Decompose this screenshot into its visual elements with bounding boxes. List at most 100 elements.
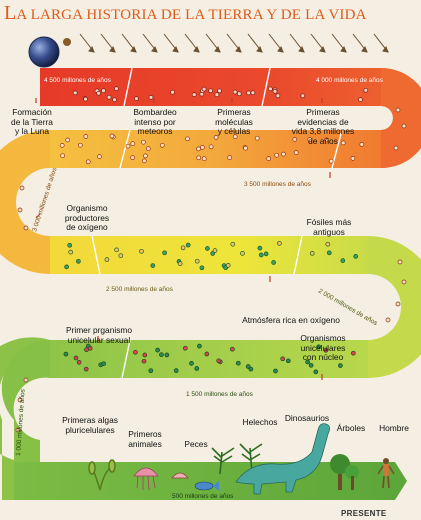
event-dinosaurios: Dinosaurios bbox=[284, 413, 330, 423]
organism-dot bbox=[266, 156, 272, 161]
organism-dot bbox=[83, 134, 89, 139]
meteor-head bbox=[298, 45, 305, 53]
organism-dot bbox=[325, 241, 331, 247]
meteor-head bbox=[256, 45, 263, 53]
event-peces: Peces bbox=[184, 439, 208, 449]
organism-dot bbox=[63, 351, 69, 357]
organism-dot bbox=[97, 154, 102, 159]
band-turn-4 bbox=[0, 337, 50, 500]
organism-dot bbox=[148, 368, 154, 374]
organism-dot bbox=[323, 347, 329, 353]
organism-dot bbox=[112, 97, 117, 103]
title-rest: A LARGA HISTORIA DE LA TIERRA Y DE LA VI… bbox=[16, 7, 367, 23]
organism-dot bbox=[326, 250, 332, 256]
era-dividers bbox=[91, 67, 343, 379]
organism-dot bbox=[300, 93, 306, 99]
organism-dot bbox=[201, 86, 207, 92]
organism-dot bbox=[275, 93, 281, 99]
organism-dot bbox=[257, 245, 263, 251]
event-nucleo: Organismos unicelulares con núcleo bbox=[300, 333, 346, 362]
present-label: PRESENTE bbox=[341, 509, 387, 518]
organism-dot bbox=[324, 137, 329, 143]
organism-dot bbox=[162, 250, 167, 256]
meteor-head bbox=[151, 45, 158, 53]
band-turn-3 bbox=[368, 236, 421, 378]
fish-icon bbox=[194, 481, 219, 491]
organism-dot bbox=[309, 251, 315, 256]
meteor-head bbox=[319, 45, 326, 53]
organism-dot bbox=[338, 363, 343, 368]
organism-dot bbox=[76, 360, 82, 365]
event-oxigeno: Organismo productores de oxígeno bbox=[64, 203, 110, 232]
organism-dot bbox=[225, 263, 231, 268]
organism-dot bbox=[73, 355, 79, 361]
band-turn-2 bbox=[0, 130, 50, 274]
organism-dot bbox=[148, 95, 154, 100]
organism-dot bbox=[118, 253, 124, 259]
organism-dot bbox=[23, 377, 29, 383]
dinosaur-icon bbox=[235, 423, 330, 495]
organism-dot bbox=[170, 89, 175, 95]
organism-dot bbox=[281, 151, 286, 157]
organism-dot bbox=[292, 137, 298, 142]
organism-dot bbox=[245, 364, 251, 369]
organism-dot bbox=[307, 137, 313, 142]
organism-dot bbox=[308, 362, 314, 368]
meteor-head bbox=[382, 45, 389, 53]
meteor-head bbox=[214, 45, 221, 53]
organism-dot bbox=[114, 86, 119, 91]
organism-dot bbox=[328, 158, 334, 164]
organism-dot bbox=[96, 90, 101, 96]
meteor-head bbox=[172, 45, 179, 53]
organism-dot bbox=[104, 257, 110, 262]
organism-dot bbox=[141, 139, 146, 145]
organism-dot bbox=[246, 90, 251, 96]
organism-dot bbox=[134, 96, 139, 101]
organism-dot bbox=[189, 361, 194, 366]
organism-dot bbox=[395, 107, 401, 113]
meteor-head bbox=[130, 45, 137, 53]
organism-dot bbox=[395, 301, 401, 307]
organism-dot bbox=[385, 317, 391, 323]
organism-dot bbox=[191, 92, 197, 97]
organism-dot bbox=[350, 156, 356, 161]
organism-dot bbox=[313, 369, 319, 375]
organism-dot bbox=[173, 368, 179, 373]
organism-dot bbox=[150, 263, 156, 268]
organism-dot bbox=[194, 366, 200, 371]
era-label-500: 500 millones de años bbox=[172, 493, 234, 500]
organism-dot bbox=[254, 135, 260, 141]
organism-dot bbox=[65, 137, 71, 143]
organism-dot bbox=[23, 225, 29, 231]
organism-dot bbox=[185, 242, 191, 248]
organism-dot bbox=[19, 185, 25, 191]
organism-dot bbox=[109, 133, 115, 139]
meteor-head bbox=[88, 45, 95, 53]
era-label-4500: 4 500 millones de años bbox=[44, 77, 112, 84]
meteor-streaks bbox=[79, 33, 389, 53]
organism-dot bbox=[159, 142, 165, 148]
organism-dot bbox=[363, 87, 369, 93]
title-initial: L bbox=[4, 2, 17, 24]
organism-dot bbox=[232, 89, 238, 95]
algae-icon bbox=[88, 459, 116, 491]
event-moleculas: Primeras moléculas y células bbox=[215, 107, 253, 136]
organism-dot bbox=[358, 97, 363, 102]
organism-dot bbox=[212, 248, 218, 253]
shell-icon bbox=[171, 472, 189, 479]
organism-dot bbox=[15, 427, 21, 433]
organism-dot bbox=[214, 92, 220, 98]
organism-dot bbox=[180, 245, 186, 251]
organism-dot bbox=[271, 260, 276, 265]
meteor-head bbox=[109, 45, 116, 53]
organism-dot bbox=[141, 358, 147, 364]
organism-dot bbox=[227, 155, 233, 160]
organism-dot bbox=[397, 259, 403, 265]
organism-dot bbox=[114, 247, 119, 253]
organism-dot bbox=[205, 246, 210, 251]
primitive-animal-icon bbox=[133, 467, 159, 491]
organism-dot bbox=[250, 90, 256, 96]
organism-dot bbox=[201, 156, 207, 162]
organism-dot bbox=[185, 136, 190, 142]
